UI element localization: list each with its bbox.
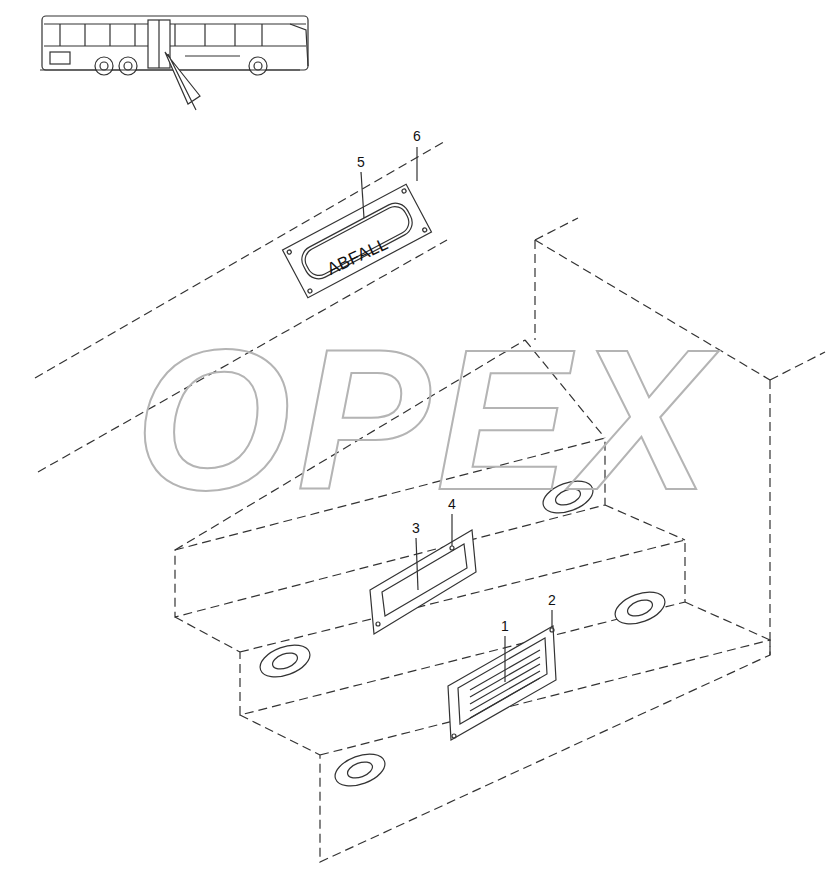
callout-number: 1 xyxy=(501,619,509,633)
slot-frame xyxy=(370,530,476,634)
sign-plate xyxy=(283,184,432,297)
callout-number: 6 xyxy=(413,129,421,143)
vent-grille xyxy=(448,626,556,740)
callout-number: 3 xyxy=(412,521,420,535)
callout-number: 5 xyxy=(357,155,365,169)
watermark: OPEX xyxy=(135,320,715,520)
step-lamp xyxy=(256,475,669,792)
view-arrow xyxy=(165,52,200,110)
step-outline xyxy=(35,140,825,862)
callout-number: 2 xyxy=(548,593,556,607)
